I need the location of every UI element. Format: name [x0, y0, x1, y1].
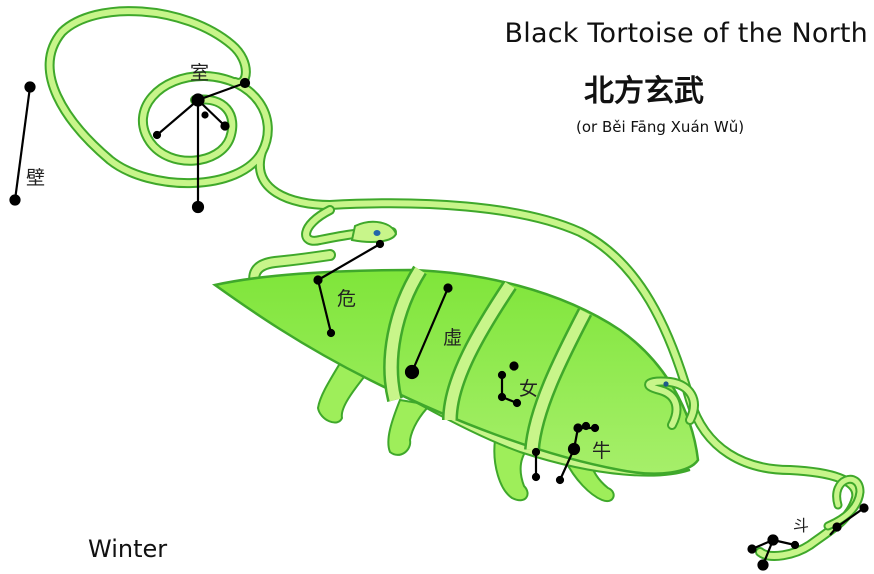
mid-leg — [388, 400, 430, 455]
mansion-label-wei: 危 — [337, 284, 356, 311]
title-chinese: 北方玄武 — [584, 66, 704, 110]
mansion-label-dou: 斗 — [793, 512, 809, 536]
mansion-label-niu: 牛 — [592, 436, 611, 463]
mansion-label-bi: 壁 — [26, 163, 45, 190]
tortoise — [215, 255, 698, 501]
season-label: Winter — [88, 535, 167, 563]
snake-eye — [374, 230, 381, 236]
mansion-label-xu: 虛 — [443, 323, 462, 350]
mansion-label-shi: 室 — [190, 58, 209, 85]
title-english: Black Tortoise of the North — [505, 18, 868, 49]
tortoise-eye — [663, 381, 668, 386]
title-pinyin: (or Běi Fāng Xuán Wǔ) — [576, 118, 744, 136]
constellation-shi — [154, 79, 249, 212]
mansion-label-nv: 女 — [519, 374, 538, 401]
